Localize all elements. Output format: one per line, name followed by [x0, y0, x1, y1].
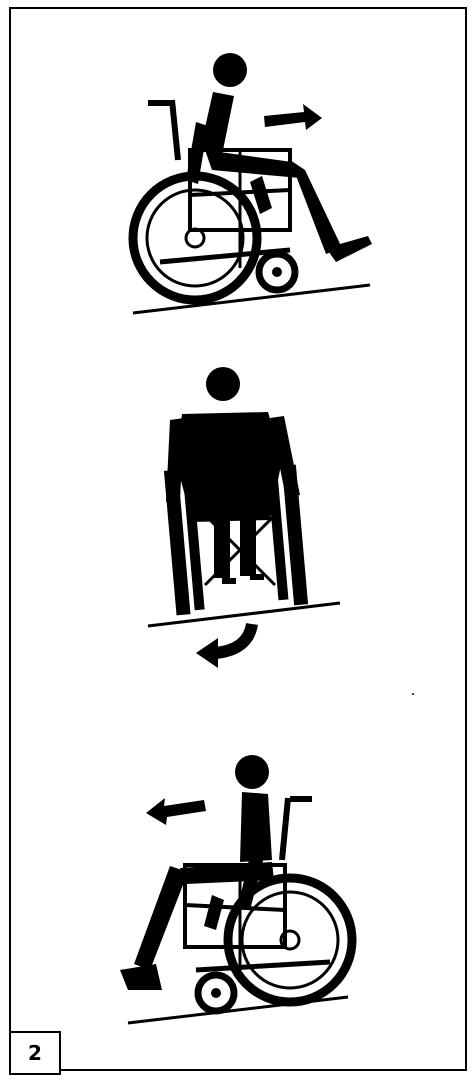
arrow-left-3 — [146, 798, 206, 825]
panel-3-downhill — [120, 755, 352, 1023]
step-number-badge: 2 — [9, 1031, 61, 1075]
turn-arrow-2 — [215, 624, 252, 653]
arrow-right-1 — [264, 104, 322, 130]
person-head-3 — [235, 755, 269, 789]
panel-2-diagonal — [148, 367, 340, 668]
person-head-2 — [206, 367, 240, 401]
panel-1-uphill — [133, 53, 372, 313]
person-head-1 — [213, 53, 247, 87]
